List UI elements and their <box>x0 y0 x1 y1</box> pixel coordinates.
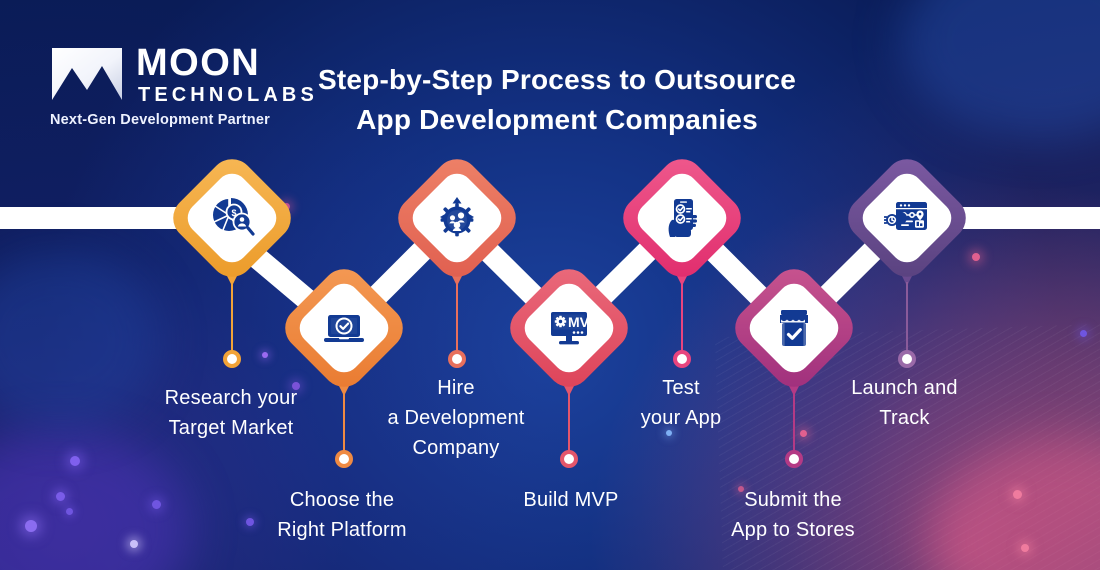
step-1-node[interactable]: $ <box>164 150 300 286</box>
pie-chart-magnifier-icon: $ <box>207 193 257 243</box>
step-6-label-line1: Submit the <box>744 489 842 511</box>
step-3-label-line3: Company <box>412 437 500 459</box>
step-7-label: Launch and Track <box>802 373 1007 433</box>
step-5-label-line1: Test <box>662 377 700 399</box>
laptop-check-icon <box>319 303 369 353</box>
step-1-label: Research your Target Market <box>116 383 346 443</box>
step-4-label-line1: Build MVP <box>523 489 619 511</box>
step-5-label-line2: your App <box>640 407 722 429</box>
svg-text:MVP: MVP <box>568 314 592 330</box>
step-2-bead <box>335 450 353 468</box>
browser-analytics-rocket-icon <box>882 193 932 243</box>
step-7-stem <box>906 282 908 360</box>
step-7-label-line1: Launch and <box>851 377 958 399</box>
gear-team-arrows-icon <box>432 193 482 243</box>
step-1-label-line1: Research your <box>164 387 298 409</box>
step-7-node[interactable] <box>839 150 975 286</box>
brand-name-line1: MOON <box>136 42 261 84</box>
step-5-label: Test your App <box>586 373 776 433</box>
mountain-logo-icon <box>50 46 124 102</box>
step-3-label: Hire a Development Company <box>346 373 566 463</box>
step-6-label: Submit the App to Stores <box>683 485 903 545</box>
step-4-bead <box>560 450 578 468</box>
brand-tagline: Next-Gen Development Partner <box>50 112 270 128</box>
hand-phone-checklist-icon <box>657 193 707 243</box>
storefront-check-icon <box>769 303 819 353</box>
step-6-stem <box>793 392 795 458</box>
brand-logo[interactable]: MOON TECHNOLABS Next-Gen Development Par… <box>50 42 314 130</box>
step-3-bead <box>448 350 466 368</box>
monitor-mvp-gear-icon: MVP <box>544 303 594 353</box>
brand-name-line2: TECHNOLABS <box>138 84 318 106</box>
step-3-stem <box>456 282 458 360</box>
page-title: Step-by-Step Process to Outsource App De… <box>292 60 822 140</box>
step-6-node[interactable] <box>726 260 862 396</box>
step-5-node[interactable] <box>614 150 750 286</box>
step-1-bead <box>223 350 241 368</box>
step-1-stem <box>231 282 233 360</box>
page-title-line1: Step-by-Step Process to Outsource <box>317 64 797 95</box>
step-4-stem <box>568 392 570 458</box>
step-2-label-line2: Right Platform <box>277 519 407 541</box>
step-2-label-line1: Choose the <box>289 489 395 511</box>
page-title-line2: App Development Companies <box>356 104 758 135</box>
step-1-label-line2: Target Market <box>168 417 294 439</box>
step-4-label: Build MVP <box>471 485 671 515</box>
step-6-bead <box>785 450 803 468</box>
step-5-bead <box>673 350 691 368</box>
svg-text:$: $ <box>231 208 236 218</box>
step-3-node[interactable] <box>389 150 525 286</box>
step-3-label-line2: a Development <box>387 407 525 429</box>
step-7-bead <box>898 350 916 368</box>
step-2-stem <box>343 392 345 458</box>
step-7-label-line2: Track <box>879 407 930 429</box>
step-4-node[interactable]: MVP <box>501 260 637 396</box>
step-2-node[interactable] <box>276 260 412 396</box>
step-2-label: Choose the Right Platform <box>232 485 452 545</box>
step-5-stem <box>681 282 683 360</box>
step-3-label-line1: Hire <box>437 377 475 399</box>
step-6-label-line2: App to Stores <box>731 519 855 541</box>
